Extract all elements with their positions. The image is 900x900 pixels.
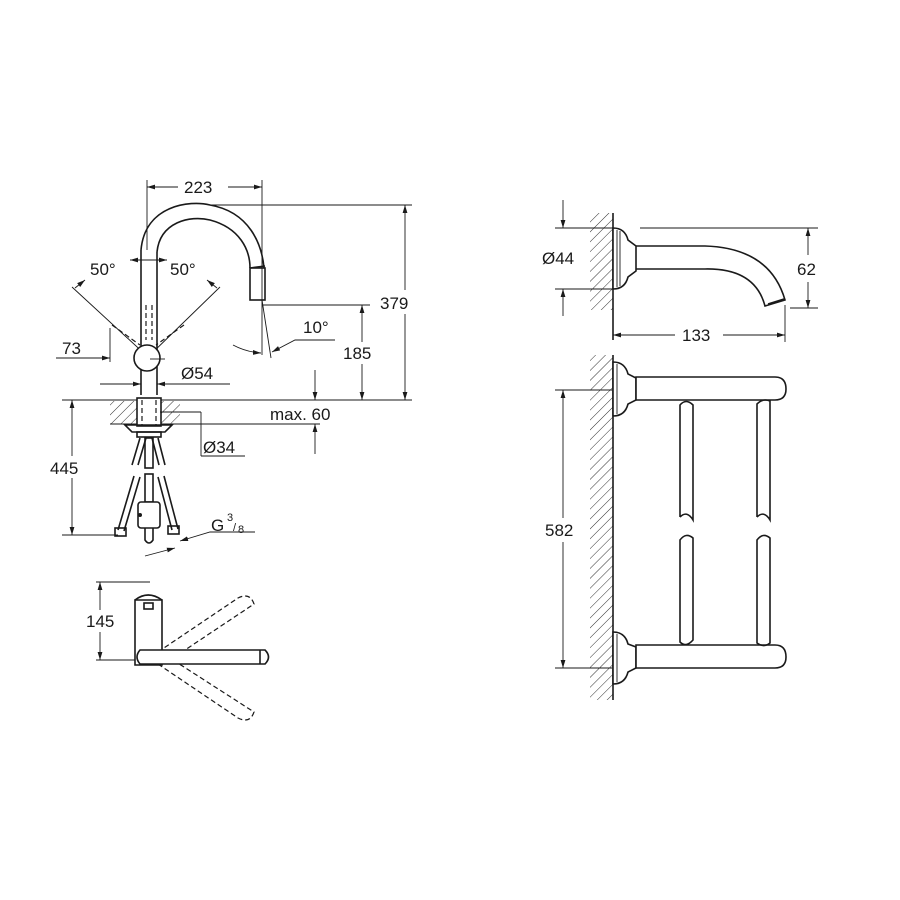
towel-bar-bottom (635, 644, 787, 669)
lever-ball (133, 344, 161, 372)
dim-height: 582 (545, 521, 573, 540)
dim-hole-diameter: Ø34 (203, 438, 235, 457)
towel-bar-top (635, 376, 787, 401)
towel-bar-view: 582 (545, 355, 787, 700)
dim-swivel-left: 50° (90, 260, 116, 279)
dim-deck-thickness: max. 60 (270, 405, 330, 424)
dim-body-diameter: Ø54 (181, 364, 213, 383)
wall-section (590, 213, 613, 310)
faucet-side-view: 50° 50° 223 379 185 10° 73 Ø54 (50, 178, 422, 557)
dim-projection: 133 (682, 326, 710, 345)
top-view-spout (136, 649, 270, 665)
dim-rosette-diameter: Ø44 (542, 249, 574, 268)
spout-wall-view: Ø44 62 133 (542, 200, 818, 345)
dim-spray-angle: 10° (303, 318, 329, 337)
pull-out-spray-head (249, 267, 266, 301)
dim-connection-thread: G (211, 516, 224, 535)
rosette (612, 227, 637, 290)
dim-drop: 62 (797, 260, 816, 279)
dim-hose-length: 445 (50, 459, 78, 478)
faucet-top-view: 145 (86, 581, 270, 721)
faucet-spout (140, 202, 265, 269)
dim-outlet-height: 185 (343, 344, 371, 363)
dim-total-height: 379 (380, 294, 408, 313)
dim-swivel-right: 50° (170, 260, 196, 279)
svg-text:/: / (233, 522, 237, 534)
dim-connection-sub: 8 (238, 524, 244, 536)
dim-lever-offset: 73 (62, 339, 81, 358)
supply-hoses (114, 437, 180, 544)
dim-connection-sup: 3 (227, 512, 233, 524)
dim-depth: 145 (86, 612, 114, 631)
dim-spout-reach: 223 (184, 178, 212, 197)
